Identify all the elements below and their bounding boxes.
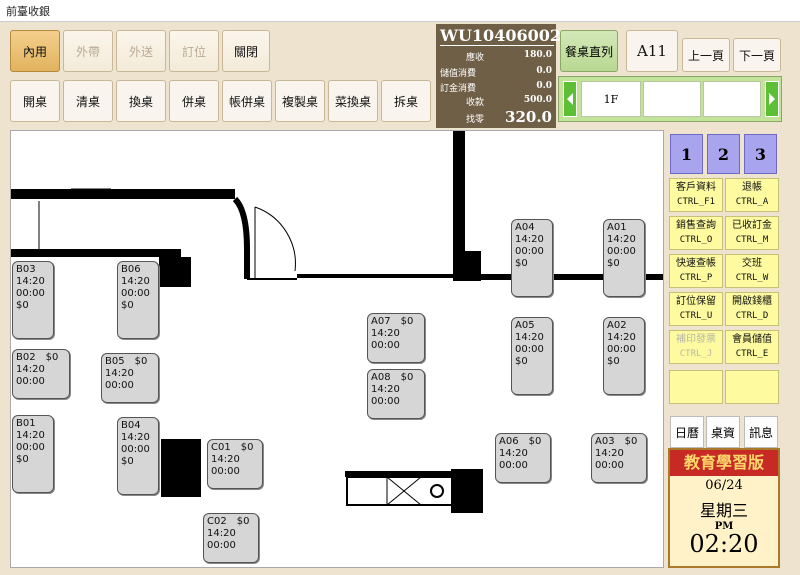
floor-selector: 1F xyxy=(558,76,782,122)
message-button[interactable]: 訊息 xyxy=(744,416,778,448)
move-dish-button[interactable]: 菜換桌 xyxy=(328,80,378,122)
triangle-right-icon xyxy=(769,93,775,105)
panel-tab-1[interactable]: 1 xyxy=(670,134,703,174)
copy-table-button[interactable]: 複製桌 xyxy=(275,80,325,122)
table-id-display: A11 xyxy=(626,30,678,72)
empty-function-button[interactable] xyxy=(725,370,779,404)
wall xyxy=(453,251,481,281)
merge-bill-button[interactable]: 帳併桌 xyxy=(222,80,272,122)
empty-function-button[interactable] xyxy=(669,370,723,404)
clear-table-button[interactable]: 清桌 xyxy=(63,80,113,122)
floor-plan-lines xyxy=(38,188,460,506)
date-label: 06/24 xyxy=(705,478,743,493)
wall xyxy=(481,274,663,280)
close-button[interactable]: 關閉 xyxy=(222,30,270,72)
floor-tab-1f[interactable]: 1F xyxy=(581,81,641,117)
wall xyxy=(297,274,457,278)
calendar-button[interactable]: 日曆 xyxy=(670,416,704,448)
floor-tab[interactable] xyxy=(703,81,761,117)
window-title: 前臺收銀 xyxy=(0,0,800,22)
next-page-button[interactable]: 下一頁 xyxy=(733,38,781,72)
prev-page-button[interactable]: 上一頁 xyxy=(682,38,730,72)
panel-tab-3[interactable]: 3 xyxy=(744,134,777,174)
delivery-button[interactable]: 外送 xyxy=(116,30,166,72)
floor-next-button[interactable] xyxy=(765,81,779,117)
order-code: WU10406002 xyxy=(440,26,561,46)
floor-tab[interactable] xyxy=(643,81,701,117)
wall xyxy=(345,471,465,477)
wall xyxy=(11,189,235,199)
split-table-button[interactable]: 拆桌 xyxy=(381,80,431,122)
wall xyxy=(161,439,201,497)
takeout-button[interactable]: 外帶 xyxy=(63,30,113,72)
ampm-label: PM xyxy=(714,521,734,532)
open-table-button[interactable]: 開桌 xyxy=(10,80,60,122)
dine-in-button[interactable]: 內用 xyxy=(10,30,60,72)
time-label: 02:20 xyxy=(689,530,759,558)
table-list-view-button[interactable]: 餐桌直列 xyxy=(560,30,618,72)
floor-prev-button[interactable] xyxy=(563,81,577,117)
triangle-left-icon xyxy=(567,93,573,105)
panel-tab-2[interactable]: 2 xyxy=(707,134,740,174)
wall xyxy=(159,257,191,287)
table-info-button[interactable]: 桌資 xyxy=(706,416,740,448)
wall xyxy=(453,131,465,251)
reservation-button[interactable]: 訂位 xyxy=(169,30,219,72)
change-table-button[interactable]: 換桌 xyxy=(116,80,166,122)
wall xyxy=(11,249,181,257)
weekday-label: 星期三 xyxy=(699,501,748,520)
edition-banner: 教育學習版 xyxy=(670,450,778,476)
merge-table-button[interactable]: 併桌 xyxy=(169,80,219,122)
clock-panel: 教育學習版 06/24 星期三 PM 02:20 xyxy=(668,448,780,568)
